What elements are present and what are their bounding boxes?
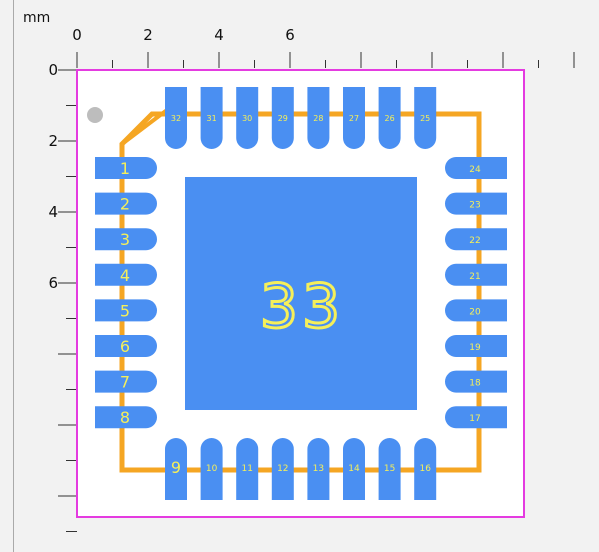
pad-bottom-12[interactable] [271, 438, 294, 500]
pads [95, 87, 507, 500]
pad-label: 6 [120, 337, 130, 356]
ruler-labels: 0 2 4 6 0 2 4 6 [48, 26, 294, 292]
pad-bottom-9[interactable] [165, 438, 187, 500]
pad-label: 27 [349, 114, 359, 123]
pad-label: 10 [206, 464, 218, 474]
pad-label: 16 [419, 464, 431, 474]
ruler-ticks [58, 52, 575, 532]
pad-bottom-14[interactable] [343, 438, 365, 500]
pad-label: 9 [171, 458, 181, 477]
pad-left-8[interactable] [95, 406, 157, 429]
pad-right-19[interactable] [445, 335, 507, 357]
pad-label: 2 [120, 195, 130, 214]
pad-top-27[interactable] [343, 87, 365, 149]
pad-label: 3 [120, 230, 130, 249]
pad-label: 32 [171, 114, 181, 123]
pad-label: 18 [469, 379, 481, 389]
pad-label: 4 [120, 266, 130, 285]
pad-label: 7 [120, 373, 130, 392]
pad-left-6[interactable] [95, 335, 157, 357]
pad-top-25[interactable] [414, 87, 437, 149]
pad-right-22[interactable] [445, 228, 507, 251]
ruler-y-label: 0 [48, 61, 58, 79]
center-pad[interactable] [185, 177, 417, 410]
pad-label: 24 [469, 165, 481, 175]
pad-label: 29 [278, 114, 288, 123]
pad-right-21[interactable] [445, 263, 507, 286]
pad-top-26[interactable] [378, 87, 401, 149]
pad-bottom-11[interactable] [236, 438, 259, 500]
center-pad-label: 33 [260, 272, 344, 342]
pad-label: 13 [313, 464, 324, 474]
pad-label: 8 [120, 408, 130, 427]
pad-top-28[interactable] [307, 87, 330, 149]
horizontal-ruler [13, 0, 599, 68]
unit-label: mm [23, 10, 51, 26]
pin1-marker [87, 107, 103, 123]
ruler-x-label: 0 [72, 26, 82, 44]
pad-top-29[interactable] [271, 87, 294, 149]
ruler-x-label: 2 [143, 26, 153, 44]
pad-right-17[interactable] [445, 406, 507, 429]
pad-label: 17 [469, 414, 480, 424]
ruler-x-label: 4 [214, 26, 224, 44]
pad-bottom-13[interactable] [307, 438, 330, 500]
courtyard-outline [76, 69, 525, 518]
pad-label: 28 [313, 114, 323, 123]
silkscreen-pin1-chamfer [120, 108, 169, 146]
pad-left-3[interactable] [95, 228, 157, 251]
pad-label: 11 [241, 464, 252, 474]
pad-left-2[interactable] [95, 192, 157, 215]
pad-right-24[interactable] [445, 157, 507, 179]
pad-label: 21 [469, 272, 480, 282]
pad-bottom-16[interactable] [414, 438, 437, 500]
pad-label: 15 [384, 464, 395, 474]
pad-left-7[interactable] [95, 370, 157, 393]
pad-label: 31 [207, 114, 217, 123]
pad-top-31[interactable] [200, 87, 223, 149]
pad-label: 19 [469, 343, 481, 353]
pad-label: 23 [469, 201, 480, 211]
pad-label: 14 [348, 464, 360, 474]
pad-label: 25 [420, 114, 430, 123]
pad-right-20[interactable] [445, 299, 507, 322]
pad-label: 30 [242, 114, 252, 123]
pad-label: 5 [120, 301, 130, 320]
ruler-y-label: 6 [48, 274, 58, 292]
pad-bottom-15[interactable] [378, 438, 401, 500]
ruler-y-label: 2 [48, 132, 58, 150]
pad-left-4[interactable] [95, 263, 157, 286]
pad-label: 12 [277, 464, 288, 474]
pad-label: 22 [469, 236, 480, 246]
ruler-border [13, 0, 14, 552]
pad-top-32[interactable] [165, 87, 187, 149]
ruler-x-label: 6 [285, 26, 295, 44]
pad-label: 20 [469, 307, 481, 317]
pad-top-30[interactable] [236, 87, 259, 149]
pad-right-23[interactable] [445, 192, 507, 215]
pad-label: 1 [120, 159, 130, 178]
pad-right-18[interactable] [445, 370, 507, 393]
pad-left-5[interactable] [95, 299, 157, 322]
pad-label: 26 [385, 114, 395, 123]
pad-bottom-10[interactable] [200, 438, 223, 500]
ruler-y-label: 4 [48, 203, 58, 221]
pad-left-1[interactable] [95, 157, 157, 179]
